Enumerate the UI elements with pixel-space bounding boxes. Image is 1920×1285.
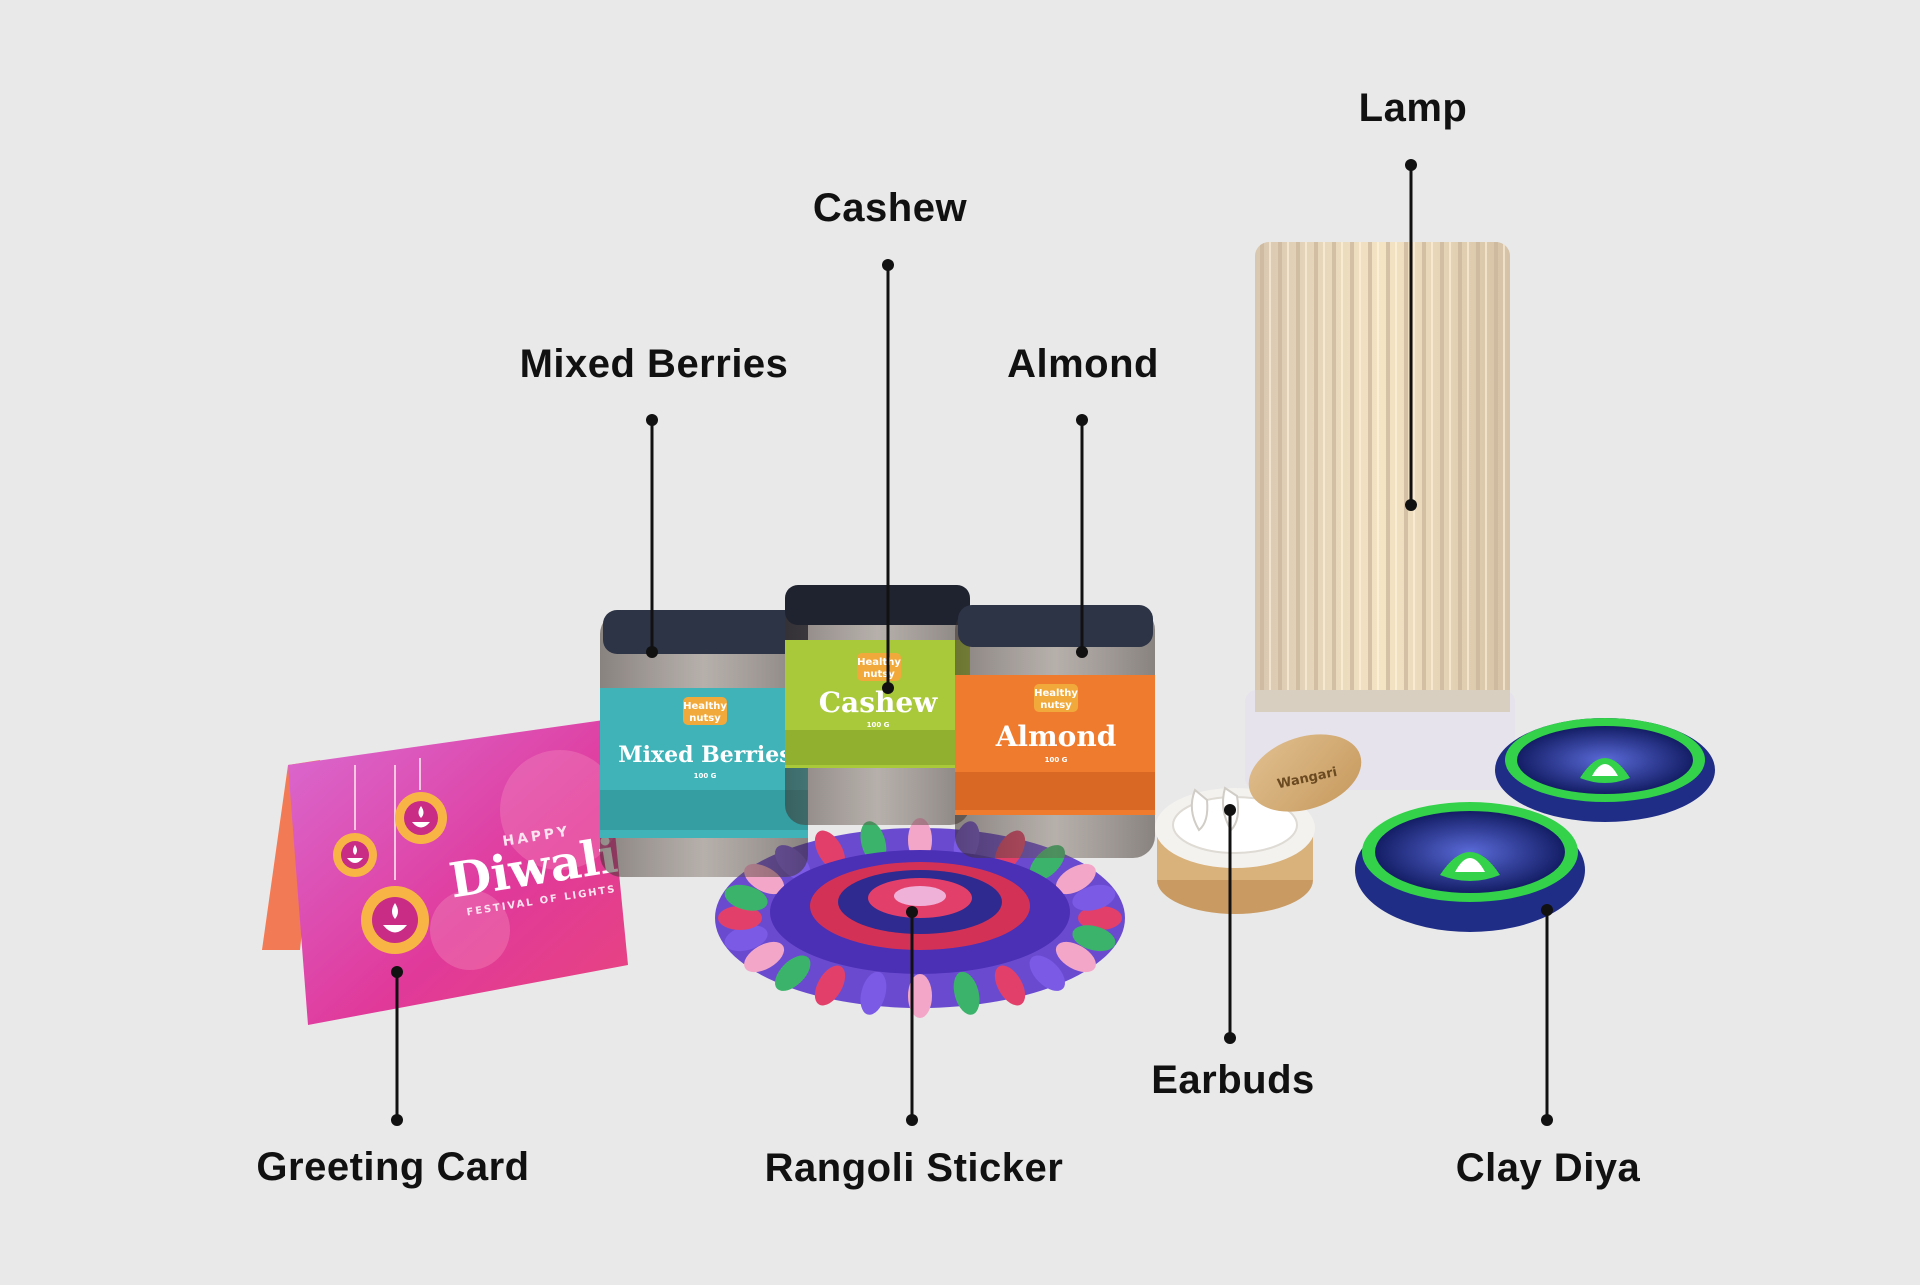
brand-line2: nutsy [689,713,721,724]
jar-label-pattern [955,772,1155,810]
lamp-shade-stripes [1255,242,1510,712]
diya-icon-core [372,897,418,943]
jar-lid [785,585,970,625]
lotus-icon-center [1592,764,1618,776]
callout-dot [882,259,894,271]
jar-lid [603,610,808,654]
diya-icon [395,792,447,844]
brand-line1: Healthy [683,701,727,712]
rangoli-sticker [715,818,1125,1018]
rangoli-petal [1055,941,1096,973]
rangoli-petal [744,941,785,973]
rangoli-petal [718,906,762,930]
rangoli-petal [724,925,768,952]
rangoli-petal [994,965,1026,1006]
callout-dot [1076,414,1088,426]
jar-lid [958,605,1153,647]
label-rangoli-sticker: Rangoli Sticker [764,1146,1064,1190]
callout-dot [391,1114,403,1126]
rangoli-petal [1072,925,1116,952]
earbuds: Wangari [1155,734,1362,914]
greeting-card: HAPPY Diwali FESTIVAL OF LIGHTS [262,720,628,1025]
callout-dot [1224,804,1236,816]
lamp-shade-rim [1255,690,1510,712]
diya-icon-bowl [412,822,430,828]
earbuds-case-lid [1248,734,1362,812]
card-bokeh [500,750,620,870]
brand-line1: Healthy [1034,688,1078,699]
earbud-left [1190,788,1209,832]
callout-dot [646,646,658,658]
callout-dot [1076,646,1088,658]
callout-dot [1541,904,1553,916]
rangoli-petal [1072,884,1116,911]
callout-dot [1541,1114,1553,1126]
callout-dot [906,1114,918,1126]
jar-title-cashew: Cashew [819,686,938,719]
rangoli-petal [953,971,980,1015]
rangoli-petal [860,971,887,1015]
callout-dot [1405,499,1417,511]
rangoli-petal [774,955,811,991]
callout-lines [391,159,1553,1126]
label-clay-diya: Clay Diya [1455,1146,1641,1190]
jar-almond: Healthy nutsy Almond 100 G [955,605,1155,858]
rangoli-petal [814,965,846,1006]
card-bokeh-2 [430,890,510,970]
diya-icon-flame [418,806,424,818]
diya-icon-bowl [347,858,363,863]
callout-dot [391,966,403,978]
rangoli-petal [1078,906,1122,930]
jar-mixed-berries: Healthy nutsy Mixed Berries 100 G [600,610,808,877]
brand-badge [1034,684,1078,712]
clay-diya-front [1355,802,1585,932]
card-front [288,720,628,1025]
jar-weight: 100 G [694,772,717,780]
jar-title-almond: Almond [995,720,1117,753]
brand-line2: nutsy [863,669,895,680]
clay-diya-back [1495,718,1715,822]
callout-dot [1224,1032,1236,1044]
jar-weight: 100 G [867,721,890,729]
jar-label-pattern [785,730,970,765]
diya-icon-flame [392,903,398,919]
diya-icon-bowl [383,925,407,933]
label-almond: Almond [1007,342,1159,386]
rangoli-center [894,886,946,906]
label-lamp: Lamp [1358,86,1468,130]
jar-title-mixed-berries: Mixed Berries [618,742,791,768]
callout-dot [646,414,658,426]
lamp [1245,242,1515,790]
jar-label-pattern [600,790,808,830]
label-earbuds: Earbuds [1151,1058,1315,1102]
label-mixed-berries: Mixed Berries [519,342,789,386]
brand-badge [683,697,727,725]
label-cashew: Cashew [812,186,968,230]
diya-icon-flame [353,845,357,855]
rangoli-petal [1055,863,1096,895]
callout-dot [1405,159,1417,171]
brand-badge [857,653,901,681]
diya-icon [361,886,429,954]
brand-line2: nutsy [1040,700,1072,711]
jar-weight: 100 G [1045,756,1068,764]
brand-line1: Healthy [857,657,901,668]
callout-dot [906,906,918,918]
label-greeting-card: Greeting Card [256,1145,530,1189]
jar-cashew: Healthy nutsy Cashew 100 G [785,585,970,825]
diya-icon [333,833,377,877]
rangoli-petal [1029,955,1066,991]
rangoli-petal [724,884,768,911]
callout-dot [882,682,894,694]
rangoli-petal [908,974,932,1018]
lotus-icon-center [1455,858,1485,872]
